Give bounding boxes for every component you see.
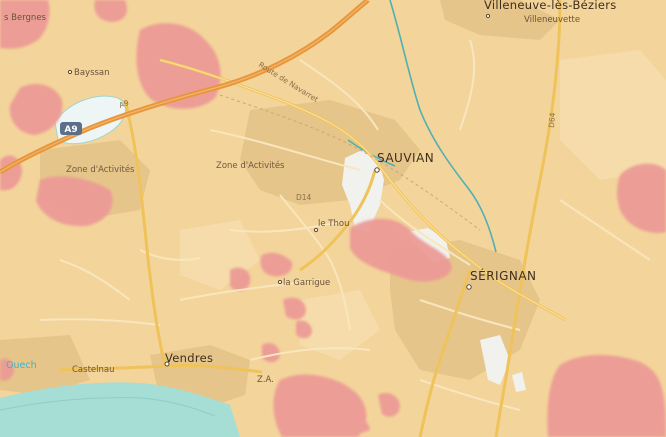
label-road-d64: D64: [547, 112, 557, 128]
label-zone-activites-center: Zone d'Activités: [216, 160, 285, 171]
a9-shield-label: A9: [64, 125, 77, 135]
a9-shield-bg: [60, 122, 82, 135]
sauvian-marker: [374, 167, 380, 173]
label-villeneuve: Villeneuve-lès-Béziers: [484, 0, 617, 12]
railway: [219, 94, 481, 231]
label-villeneuvette: Villeneuvette: [524, 15, 580, 25]
lagoon-shoreline: [0, 397, 216, 417]
label-beziers-edge: s Bergnes: [4, 13, 47, 23]
la-garrigue-marker: [277, 279, 283, 285]
motorway-a9-center: [0, 0, 369, 173]
lagoon: [0, 382, 240, 437]
label-vendres: Vendres: [165, 351, 213, 365]
label-castelnau: Castelnau: [72, 365, 114, 375]
label-zone-activites-west: Zone d'Activités: [66, 164, 135, 175]
label-le-thou: le Thou: [318, 219, 349, 229]
label-za: Z.A.: [257, 375, 274, 385]
bayssan-marker: [67, 69, 73, 75]
label-road-a9-small: A9: [118, 98, 130, 110]
main-road-casings: [159, 59, 567, 321]
villeneuve-marker: [485, 13, 491, 19]
town-markers: [67, 13, 491, 367]
label-bayssan: Bayssan: [74, 68, 110, 78]
label-ouech: Ouech: [6, 360, 37, 371]
label-la-garrigue: la Garrigue: [283, 278, 330, 288]
label-serignan: SÉRIGNAN: [470, 268, 537, 283]
serignan-marker: [466, 284, 472, 290]
le-thou-marker: [313, 227, 319, 233]
a9-shield[interactable]: A9: [60, 122, 82, 135]
minor-roads: [39, 39, 651, 411]
label-road-d14: D14: [296, 193, 312, 202]
vendres-marker: [164, 361, 170, 367]
label-sauvian: SAUVIAN: [377, 151, 434, 165]
